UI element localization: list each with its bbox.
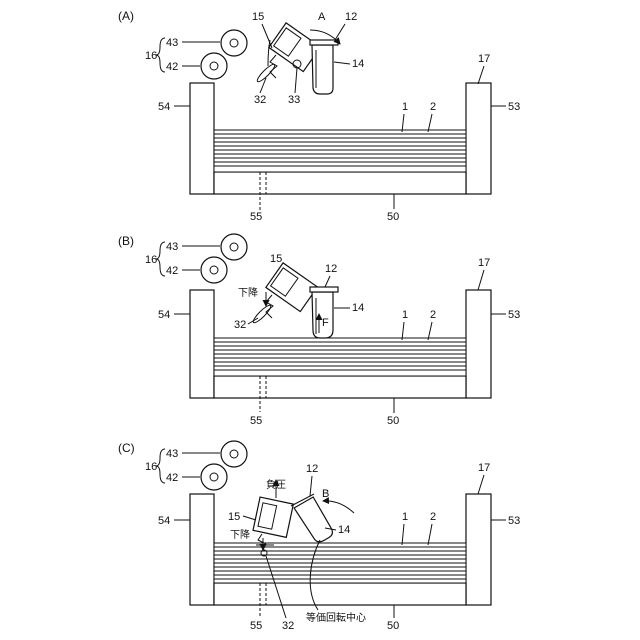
side-wall-53 (466, 83, 491, 194)
equivalent-rotation-center-label: 等価回転中心 (306, 611, 366, 624)
label-53: 53 (508, 309, 520, 321)
arm-12 (310, 40, 338, 45)
claw-14 (291, 494, 335, 545)
label-53: 53 (508, 515, 520, 527)
brace-16 (156, 242, 165, 276)
tray-bottom-50 (214, 172, 466, 194)
label-53: 53 (508, 101, 520, 113)
label-15: 15 (228, 511, 240, 523)
side-wall-53 (466, 290, 491, 398)
label-14: 14 (352, 302, 364, 314)
roller-43 (221, 30, 247, 56)
label-2: 2 (430, 309, 436, 321)
label-54: 54 (158, 309, 170, 321)
panel-b-tag: (B) (118, 234, 134, 248)
sheet-stack (214, 130, 466, 172)
arrow-a-label: A (318, 11, 326, 23)
suction-head-15 (251, 263, 317, 325)
tray-bottom-50 (214, 376, 466, 398)
negative-pressure-label: 負圧 (266, 479, 286, 491)
rotation-arrow-b (323, 501, 354, 513)
label-43: 43 (166, 448, 178, 460)
label-14: 14 (352, 58, 364, 70)
brace-16 (156, 38, 165, 72)
sheet-stack (214, 543, 466, 583)
panel-b: (B) 43 42 16 (118, 234, 520, 427)
label-55: 55 (250, 211, 262, 223)
label-42: 42 (166, 265, 178, 277)
label-16: 16 (145, 50, 157, 62)
label-33: 33 (288, 94, 300, 106)
label-2: 2 (430, 511, 436, 523)
label-54: 54 (158, 515, 170, 527)
label-50: 50 (387, 620, 399, 632)
label-17: 17 (478, 462, 490, 474)
claw-14 (310, 40, 338, 94)
label-1: 1 (402, 511, 408, 523)
descend-label: 下降 (238, 286, 258, 299)
label-12: 12 (306, 463, 318, 475)
side-wall-54 (190, 494, 214, 605)
label-43: 43 (166, 241, 178, 253)
panel-c: (C) 43 42 16 (118, 441, 520, 632)
label-16: 16 (145, 254, 157, 266)
label-54: 54 (158, 101, 170, 113)
label-32: 32 (254, 94, 266, 106)
side-wall-53 (466, 494, 491, 605)
sheet-stack (214, 338, 466, 376)
label-16: 16 (145, 461, 157, 473)
label-2: 2 (430, 101, 436, 113)
label-14: 14 (338, 524, 350, 536)
roller-42 (201, 53, 227, 79)
label-42: 42 (166, 472, 178, 484)
descend-label: 下降 (230, 528, 250, 541)
arrow-b-label: B (322, 488, 329, 500)
label-1: 1 (402, 309, 408, 321)
brace-16 (156, 449, 165, 483)
label-43: 43 (166, 37, 178, 49)
label-42: 42 (166, 61, 178, 73)
label-12: 12 (345, 11, 357, 23)
label-12: 12 (325, 263, 337, 275)
label-15: 15 (270, 253, 282, 265)
side-wall-54 (190, 290, 214, 398)
side-wall-54 (190, 83, 214, 194)
panel-a: (A) 43 42 16 (118, 9, 520, 223)
label-32: 32 (234, 319, 246, 331)
arm-12 (310, 287, 338, 292)
label-15: 15 (252, 11, 264, 23)
label-17: 17 (478, 257, 490, 269)
label-55: 55 (250, 620, 262, 632)
label-32: 32 (282, 620, 294, 632)
label-50: 50 (387, 211, 399, 223)
claw-14 (310, 287, 338, 338)
label-50: 50 (387, 415, 399, 427)
roller-42 (201, 464, 227, 490)
force-label: F (322, 317, 329, 329)
panel-c-tag: (C) (118, 441, 135, 455)
label-1: 1 (402, 101, 408, 113)
roller-42 (201, 257, 227, 283)
panel-a-tag: (A) (118, 9, 134, 23)
roller-43 (221, 441, 247, 467)
tray-bottom-50 (214, 583, 466, 605)
label-17: 17 (478, 53, 490, 65)
roller-43 (221, 234, 247, 260)
label-55: 55 (250, 415, 262, 427)
